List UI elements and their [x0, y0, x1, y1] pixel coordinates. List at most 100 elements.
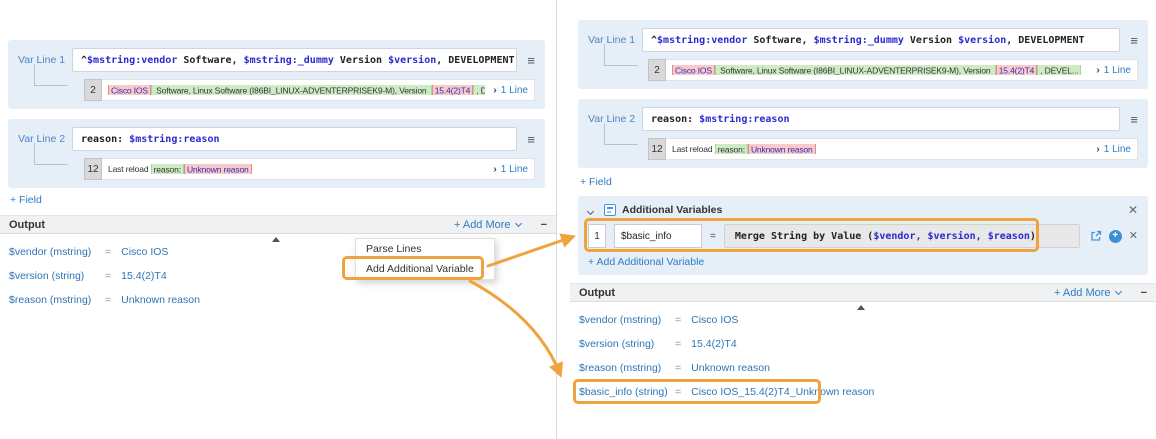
equals-sign: =: [105, 294, 112, 306]
line-number: 2: [84, 79, 102, 101]
matched-line-row: 2 Cisco IOS Software, Linux Software (I8…: [84, 79, 535, 101]
match-vendor: Cisco IOS: [108, 85, 151, 95]
add-field-link[interactable]: + Field: [10, 194, 42, 206]
output-var-name: $vendor (mstring): [9, 246, 92, 258]
open-in-new-icon[interactable]: [1090, 230, 1102, 242]
equals-sign: =: [675, 338, 682, 350]
var-line-1-block: Var Line 1 ^$mstring:vendor Software, $m…: [8, 40, 545, 109]
matched-line-row: 2 Cisco IOS Software, Linux Software (I8…: [648, 59, 1138, 81]
connector-line: [604, 44, 638, 66]
line-menu-icon[interactable]: ≡: [527, 131, 535, 147]
equals-sign: =: [105, 270, 112, 282]
pattern-text: reason:: [651, 113, 700, 125]
add-more-dropdown-menu: Parse Lines Add Additional Variable: [355, 238, 495, 280]
minimize-button[interactable]: −: [1140, 286, 1147, 299]
output-row-reason: $reason (mstring) = Unknown reason: [579, 362, 1147, 374]
chevron-down-icon: [514, 219, 522, 227]
line-menu-icon[interactable]: ≡: [1130, 111, 1138, 127]
output-row-version: $version (string) = 15.4(2)T4: [9, 270, 547, 282]
equals-sign: =: [710, 230, 716, 242]
output-row-basic-info: $basic_info (string) = Cisco IOS_15.4(2)…: [579, 386, 1147, 398]
matched-line-row: 12 Last reload reason:Unknown reason ›1 …: [84, 158, 535, 180]
expand-line-link[interactable]: ›1 Line: [1096, 65, 1131, 76]
output-header: Output + Add More −: [0, 215, 556, 242]
matched-line[interactable]: Last reload reason:Unknown reason ›1 Lin…: [666, 138, 1138, 160]
match-literal: reason:: [714, 144, 748, 154]
output-var-value: Cisco IOS: [121, 246, 169, 258]
plain-text: Last reload: [108, 164, 151, 174]
expression-text: ): [1029, 230, 1036, 242]
pattern-variable: $mstring:vendor: [87, 54, 178, 66]
pattern-text: Software,: [747, 34, 814, 46]
expand-line-link[interactable]: ›1 Line: [1096, 144, 1131, 155]
pattern-text: ^: [81, 54, 88, 66]
output-row-version: $version (string) = 15.4(2)T4: [579, 338, 1147, 350]
var-line-2-block: Var Line 2 reason: $mstring:reason ≡ 12 …: [578, 99, 1148, 168]
var-line-2-pattern-input[interactable]: reason: $mstring:reason: [642, 107, 1120, 131]
delete-row-icon[interactable]: ✕: [1128, 229, 1138, 242]
menu-item-add-additional-variable[interactable]: Add Additional Variable: [366, 263, 474, 275]
matched-line[interactable]: Last reload reason:Unknown reason ›1 Lin…: [102, 158, 535, 180]
output-var-value: Cisco IOS_15.4(2)T4_Unknown reason: [691, 386, 875, 398]
add-additional-variable-link[interactable]: + Add Additional Variable: [588, 256, 705, 268]
line-menu-icon[interactable]: ≡: [1130, 32, 1138, 48]
var-line-1-block: Var Line 1 ^$mstring:vendor Software, $m…: [578, 20, 1148, 89]
line-menu-icon[interactable]: ≡: [527, 52, 535, 68]
match-version: 15.4(2)T4: [431, 85, 474, 95]
chevron-right-icon: ›: [493, 163, 497, 175]
collapse-section-icon[interactable]: [586, 201, 598, 219]
var-line-1-pattern-input[interactable]: ^$mstring:vendor Software, $mstring:_dum…: [642, 28, 1120, 52]
add-more-button[interactable]: + Add More: [1053, 286, 1122, 299]
line-number: 12: [648, 138, 666, 160]
output-var-value: Unknown reason: [691, 362, 770, 374]
output-var-value: Unknown reason: [121, 294, 200, 306]
pattern-text: Software,: [177, 54, 244, 66]
equals-sign: =: [105, 246, 112, 258]
expand-line-link[interactable]: ›1 Line: [493, 164, 528, 175]
output-rows: $vendor (mstring) = Cisco IOS $version (…: [570, 302, 1156, 398]
row-index: 1: [588, 224, 606, 248]
collapse-panel-icon[interactable]: [272, 220, 284, 242]
close-section-icon[interactable]: ✕: [1127, 202, 1138, 217]
variable-expression-input[interactable]: Merge String by Value ($vendor, $version…: [723, 224, 1080, 248]
match-vendor: Cisco IOS: [672, 65, 715, 75]
output-var-name: $version (string): [579, 338, 655, 350]
pattern-text: , DEVELOPMENT: [1006, 34, 1085, 46]
line-number: 2: [648, 59, 666, 81]
matched-line[interactable]: Cisco IOS Software, Linux Software (I86B…: [666, 59, 1138, 81]
additional-variables-header: Additional Variables ✕: [586, 201, 1138, 219]
expand-line-label: 1 Line: [500, 163, 528, 175]
add-more-label: + Add More: [1053, 286, 1111, 299]
add-row-icon[interactable]: +: [1108, 229, 1122, 243]
pattern-variable: $version: [388, 54, 437, 66]
expand-line-label: 1 Line: [1103, 143, 1131, 155]
connector-line: [604, 123, 638, 145]
collapse-panel-icon[interactable]: [857, 288, 869, 310]
add-field-link[interactable]: + Field: [580, 176, 612, 188]
matched-line-text: Last reload reason:Unknown reason: [108, 164, 485, 174]
plain-text: Last reload: [672, 144, 715, 154]
matched-line-row: 12 Last reload reason:Unknown reason ›1 …: [648, 138, 1138, 160]
pane-divider: [556, 0, 557, 439]
menu-item-parse-lines[interactable]: Parse Lines: [366, 243, 422, 255]
expand-line-link[interactable]: ›1 Line: [493, 85, 528, 96]
var-line-2-pattern-input[interactable]: reason: $mstring:reason: [72, 127, 517, 151]
match-literal: Software, Linux Software (I86BI_LINUX-AD…: [150, 85, 432, 95]
output-var-name: $reason (mstring): [579, 362, 662, 374]
output-row-reason: $reason (mstring) = Unknown reason: [9, 294, 547, 306]
variable-name-input[interactable]: $basic_info: [614, 224, 702, 248]
match-literal: Software, Linux Software (I86BI_LINUX-AD…: [714, 65, 996, 75]
add-more-label: + Add More: [453, 218, 511, 231]
line-number: 12: [84, 158, 102, 180]
matched-line[interactable]: Cisco IOS Software, Linux Software (I86B…: [102, 79, 535, 101]
minimize-button[interactable]: −: [540, 218, 547, 231]
matched-line-text: Last reload reason:Unknown reason: [672, 144, 1088, 154]
pattern-text: Version: [903, 34, 959, 46]
match-literal: , DEVEL...: [473, 85, 486, 95]
add-more-button[interactable]: + Add More: [453, 218, 522, 231]
pattern-text: ^: [651, 34, 658, 46]
output-row-vendor: $vendor (mstring) = Cisco IOS: [9, 246, 547, 258]
chevron-right-icon: ›: [1096, 143, 1100, 155]
output-var-name: $vendor (mstring): [579, 314, 662, 326]
var-line-1-pattern-input[interactable]: ^$mstring:vendor Software, $mstring:_dum…: [72, 48, 517, 72]
